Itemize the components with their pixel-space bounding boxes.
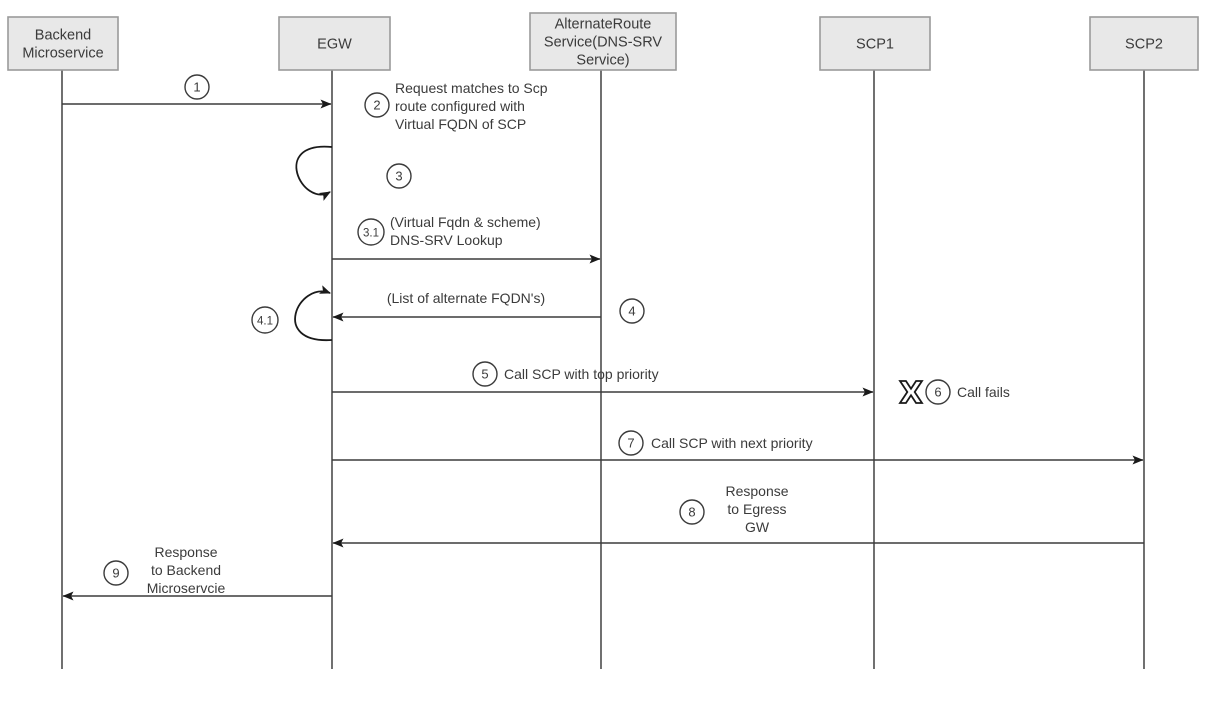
message-label-6: Call fails — [957, 384, 1010, 400]
step-badge-circle-6 — [925, 379, 951, 405]
message-label-8: to Egress — [727, 501, 786, 517]
lifelines-layer — [61, 70, 1145, 669]
message-3[interactable]: 3 — [295, 145, 412, 201]
step-badge-6: 6 — [925, 379, 951, 405]
message-label-8: GW — [745, 519, 770, 535]
step-badge-3.1: 3.1 — [357, 218, 385, 246]
message-label-9: Response — [154, 544, 217, 560]
participant-label-altroute: AlternateRoute — [555, 17, 652, 33]
step-badge-circle-3.1 — [357, 218, 385, 246]
message-label-2: Request matches to Scp — [395, 80, 548, 96]
participant-label-altroute: Service) — [576, 53, 629, 69]
message-4.1[interactable]: 4.1 — [251, 285, 333, 341]
step-badge-text-3: 3 — [395, 169, 402, 184]
step-badge-7: 7 — [618, 430, 644, 456]
message-2[interactable]: Request matches to Scp route configured w… — [364, 80, 548, 132]
message-label-9: to Backend — [151, 562, 221, 578]
message-4[interactable]: (List of alternate FQDN's) 4 — [332, 290, 645, 324]
message-label-3.1: (Virtual Fqdn & scheme) — [390, 214, 541, 230]
step-badge-text-7: 7 — [627, 436, 634, 451]
step-badge-circle-5 — [472, 361, 498, 387]
step-badge-text-4: 4 — [628, 304, 635, 319]
participant-label-scp2: SCP2 — [1125, 37, 1163, 53]
message-6[interactable]: Call fails 6 — [925, 379, 1010, 405]
participant-label-altroute: Service(DNS-SRV — [544, 35, 663, 51]
step-badge-circle-2 — [364, 92, 390, 118]
participant-box-egw[interactable]: EGW — [278, 16, 391, 71]
step-badge-text-2: 2 — [373, 98, 380, 113]
message-1[interactable]: 1 — [62, 74, 332, 109]
message-label-4: (List of alternate FQDN's) — [387, 290, 545, 306]
step-badge-circle-3 — [386, 163, 412, 189]
participant-box-rect-scp2 — [1089, 16, 1199, 71]
message-self-loop-3 — [295, 145, 333, 201]
message-3.1[interactable]: (Virtual Fqdn & scheme) DNS-SRV Lookup 3.1 — [332, 214, 601, 264]
markers-layer — [898, 380, 924, 404]
step-badge-9: 9 — [103, 560, 129, 586]
message-label-9: Microservcie — [147, 580, 226, 596]
x-failure-marker — [898, 380, 924, 404]
step-badge-5: 5 — [472, 361, 498, 387]
step-badge-1: 1 — [184, 74, 210, 100]
step-badge-text-6: 6 — [934, 385, 941, 400]
step-badge-text-8: 8 — [688, 505, 695, 520]
participant-box-rect-backend — [7, 16, 119, 71]
message-label-7: Call SCP with next priority — [651, 435, 813, 451]
message-label-2: Virtual FQDN of SCP — [395, 116, 526, 132]
step-badge-circle-1 — [184, 74, 210, 100]
step-badge-text-1: 1 — [193, 80, 200, 95]
participant-label-backend: Microservice — [22, 46, 103, 62]
messages-layer: 1 Request matches to Scp route configured … — [62, 74, 1144, 601]
message-7[interactable]: Call SCP with next priority 7 — [332, 430, 1144, 465]
step-badge-circle-4.1 — [251, 306, 279, 334]
step-badge-4.1: 4.1 — [251, 306, 279, 334]
step-badge-circle-4 — [619, 298, 645, 324]
step-badge-circle-7 — [618, 430, 644, 456]
step-badge-3: 3 — [386, 163, 412, 189]
message-label-5: Call SCP with top priority — [504, 366, 659, 382]
step-badge-text-3.1: 3.1 — [363, 228, 379, 240]
participant-box-scp2[interactable]: SCP2 — [1089, 16, 1199, 71]
participant-label-backend: Backend — [35, 28, 91, 44]
step-badge-text-5: 5 — [481, 367, 488, 382]
step-badge-4: 4 — [619, 298, 645, 324]
participant-box-rect-egw — [278, 16, 391, 71]
participant-box-rect-scp1 — [819, 16, 931, 71]
participant-label-scp1: SCP1 — [856, 37, 894, 53]
message-self-loop-4.1 — [294, 285, 333, 341]
message-label-8: Response — [725, 483, 788, 499]
message-5[interactable]: Call SCP with top priority 5 — [332, 361, 874, 397]
message-label-2: route configured with — [395, 98, 525, 114]
message-label-3.1: DNS-SRV Lookup — [390, 232, 503, 248]
step-badge-text-9: 9 — [112, 566, 119, 581]
participant-box-scp1[interactable]: SCP1 — [819, 16, 931, 71]
step-badge-circle-9 — [103, 560, 129, 586]
step-badge-circle-8 — [679, 499, 705, 525]
step-badge-8: 8 — [679, 499, 705, 525]
step-badge-text-4.1: 4.1 — [257, 316, 273, 328]
participant-label-egw: EGW — [317, 37, 352, 53]
participant-box-rect-altroute — [529, 12, 677, 71]
step-badge-2: 2 — [364, 92, 390, 118]
